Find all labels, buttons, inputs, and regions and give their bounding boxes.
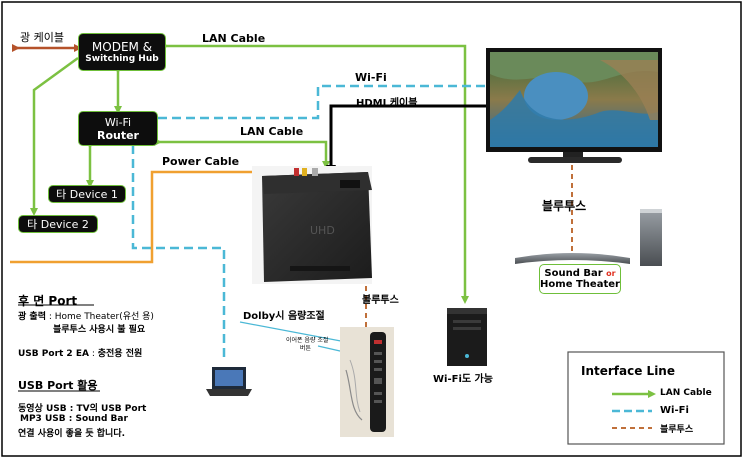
lan-line-modem-pc xyxy=(161,42,469,304)
power-cable-line xyxy=(10,170,258,264)
modem-label-line2: Switching Hub xyxy=(85,54,159,64)
device2-label: 타 Device 2 xyxy=(27,218,89,231)
lan-cable-mid-label: LAN Cable xyxy=(240,125,304,138)
rear-usb-label: USB Port 2 EA xyxy=(18,349,89,359)
rear-optical-label: 광 출력 xyxy=(18,312,46,322)
usb-video-label: 동영상 USB xyxy=(18,404,67,414)
router-label-line2: Router xyxy=(96,128,139,142)
modem-label-line1: MODEM & xyxy=(91,40,153,54)
tv-icon xyxy=(486,48,662,163)
usb-mp3-line: MP3 USB : Sound Bar xyxy=(20,414,128,424)
legend-item-bluetooth: 블루투스 xyxy=(660,425,694,435)
rear-optical-sep: : xyxy=(45,312,55,322)
soundbar-node: Sound Bar or Home Theater xyxy=(539,264,621,294)
soundbar-label-line1: Sound Bar xyxy=(544,268,603,279)
device1-node: 타 Device 1 xyxy=(48,185,126,203)
rear-usb-line: USB Port 2 EA : 충전용 전원 xyxy=(18,346,142,359)
usb-usage-note: 연결 사용이 좋을 듯 합니다. xyxy=(18,429,126,439)
router-label-line1: Wi-Fi xyxy=(104,115,132,129)
lan-line-router-stb xyxy=(154,138,330,169)
lan-line-modem-device2 xyxy=(30,56,79,216)
bluetooth-tv-label: 블루투스 xyxy=(542,199,587,213)
device2-node: 타 Device 2 xyxy=(18,215,98,233)
soundbar-label-line2: Home Theater xyxy=(540,279,620,290)
bluetooth-box-label: 블루투스 xyxy=(362,295,399,306)
set-top-box-icon: UHD xyxy=(252,166,372,284)
pc-wifi-label: Wi-Fi도 가능 xyxy=(433,374,493,385)
pc-tower-icon xyxy=(447,308,487,366)
optical-cable-label: 광 케이블 xyxy=(20,31,64,44)
power-cable-label: Power Cable xyxy=(162,155,240,168)
rear-optical-line: 광 출력 : Home Theater(유선 용) xyxy=(18,309,154,322)
rear-usb-sep: : xyxy=(88,349,98,359)
usb-mp3-label: MP3 USB xyxy=(20,414,66,424)
rear-usb-value: 충전용 전원 xyxy=(97,349,143,359)
laptop-icon xyxy=(206,367,252,396)
legend-title: Interface Line xyxy=(581,364,675,378)
soundbar-or-label: or xyxy=(606,269,616,278)
remote-control-photo xyxy=(340,327,394,437)
wifi-line-router-laptop xyxy=(131,145,226,362)
rear-optical-note: 블루투스 사용시 불 필요 xyxy=(53,325,146,335)
remote-note-line2: 버튼 xyxy=(300,345,312,352)
dolby-label: Dolby시 음량조절 xyxy=(243,311,325,322)
legend-item-wifi: Wi-Fi xyxy=(660,405,689,416)
modem-node: MODEM & Switching Hub xyxy=(78,33,166,71)
router-node: Wi-Fi Router xyxy=(78,111,158,146)
rear-optical-value: Home Theater(유선 용) xyxy=(54,312,154,322)
svg-text:UHD: UHD xyxy=(310,224,335,237)
remote-note-line1: 이어폰 음량 조절 xyxy=(286,337,329,344)
wifi-line-router-tv xyxy=(158,84,486,120)
legend-box xyxy=(567,351,725,445)
hdmi-line xyxy=(326,104,486,175)
lan-cable-top-label: LAN Cable xyxy=(202,32,266,45)
sound-bar-icon xyxy=(515,209,662,266)
usb-usage-title: USB Port 활용 xyxy=(18,379,98,392)
legend-item-lan: LAN Cable xyxy=(660,388,712,398)
device1-label: 타 Device 1 xyxy=(56,188,118,201)
usb-video-value: : TV의 USB Port xyxy=(66,404,147,414)
wifi-label: Wi-Fi xyxy=(355,71,387,84)
rear-panel-title: 후 면 Port xyxy=(18,294,78,308)
hdmi-label: HDMI 케이블 xyxy=(356,98,418,109)
usb-video-line: 동영상 USB : TV의 USB Port xyxy=(18,401,146,414)
usb-mp3-value: : Sound Bar xyxy=(65,414,128,424)
